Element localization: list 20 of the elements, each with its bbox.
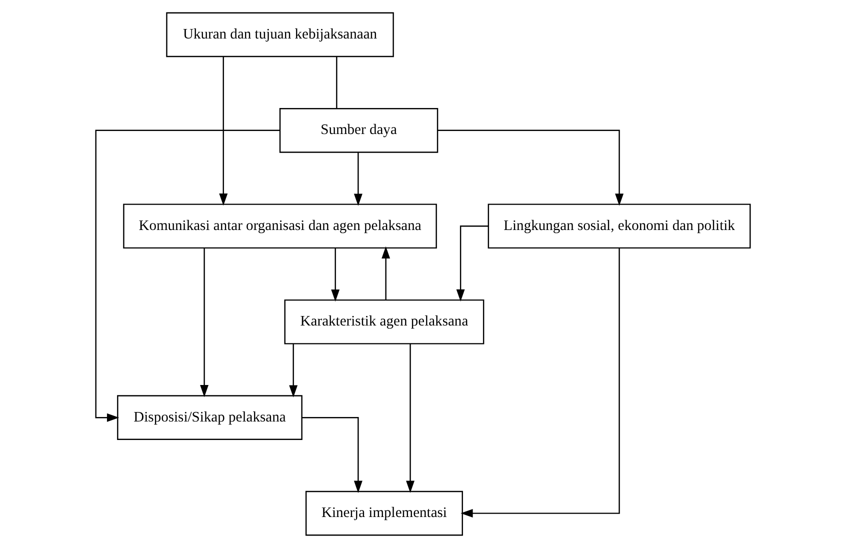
arrow — [354, 152, 362, 206]
node-box: Karakteristik agen pelaksana — [284, 299, 484, 344]
arrow — [456, 226, 488, 302]
node-box: Lingkungan sosial, ekonomi dan politik — [488, 204, 751, 249]
node-box: Disposisi/Sikap pelaksana — [117, 395, 302, 440]
arrow — [331, 248, 340, 302]
arrow — [382, 246, 390, 300]
node-box: Komunikasi antar organisasi dan agen pelaksana — [123, 204, 437, 249]
node-box: Sumber daya — [279, 108, 438, 153]
arrow — [219, 56, 228, 206]
arrow — [460, 248, 620, 518]
arrow — [438, 130, 624, 206]
arrow — [289, 344, 298, 398]
node-box: Ukuran dan tujuan kebijaksanaan — [166, 12, 394, 58]
connector — [336, 56, 338, 108]
arrow — [302, 416, 362, 493]
node-box: Kinerja implementasi — [305, 490, 463, 536]
arrow — [95, 130, 280, 422]
arrow — [406, 344, 415, 493]
arrow — [200, 248, 209, 398]
